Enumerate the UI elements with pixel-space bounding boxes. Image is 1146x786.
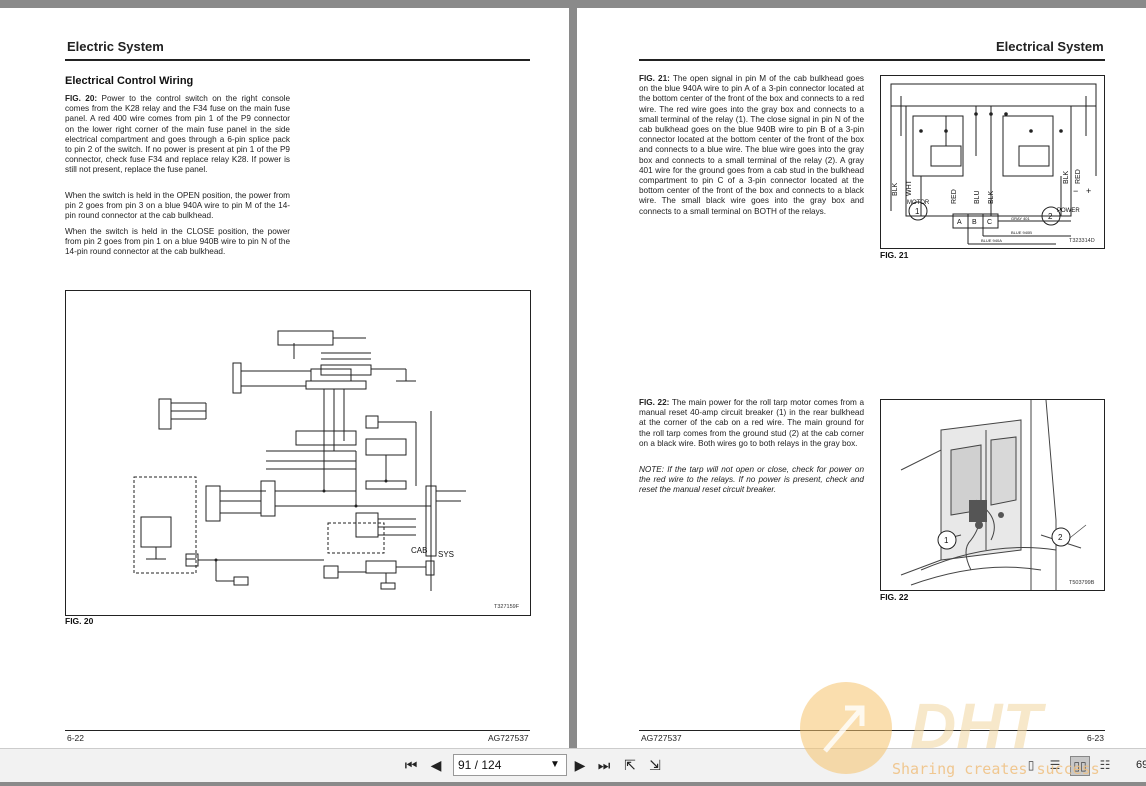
fig21-diagram-code: T323314D [1069, 238, 1095, 244]
note-text: If the tarp will not open or close, chec… [639, 465, 865, 495]
plus-sign: + [1086, 186, 1091, 196]
motor-label: MOTOR [907, 200, 930, 206]
fig22-label: FIG. 22: [639, 398, 670, 407]
fig20-description: FIG. 20: Power to the control switch on … [65, 94, 290, 176]
wire-gray-401-label: GRAY 401 [1011, 216, 1031, 221]
fig20-wiring-diagram: CAB SYS T327159F [65, 290, 531, 616]
header-rule [65, 59, 530, 61]
blk-label-1: BLK [892, 182, 899, 196]
pin-b-label: B [972, 219, 977, 226]
fig20-label: FIG. 20: [65, 94, 98, 103]
fig21-caption: FIG. 21 [880, 250, 909, 260]
page-number-value: 91 / 124 [458, 758, 502, 772]
fig21-text: The open signal in pin M of the cab bulk… [639, 74, 864, 216]
last-page-icon[interactable]: ⏭ [597, 757, 611, 773]
wire-blue-940a-label: BLUE 940A [981, 238, 1002, 243]
zoom-level[interactable]: 69 [1136, 759, 1146, 771]
fig20-schematic: CAB SYS [133, 330, 466, 591]
left-document-page: Electric System Electrical Control Wirin… [0, 8, 569, 748]
fig20-text: Power to the control switch on the right… [65, 94, 290, 175]
blk-label-2: BLK [988, 190, 995, 204]
first-page-icon[interactable]: ⏮ [404, 757, 418, 773]
fig21-schematic: MOTOR POWER 1 2 A B C GRAY 401 BLUE 940B… [890, 83, 1097, 245]
blu-label: BLU [974, 190, 981, 204]
fig20-caption: FIG. 20 [65, 616, 94, 626]
page-number-right: 6-23 [1087, 733, 1105, 743]
page-header: Electrical System [996, 39, 1104, 54]
fig21-callout-2: 2 [1048, 212, 1053, 221]
power-label: POWER [1057, 208, 1080, 214]
wire-blue-940b-label: BLUE 940B [1011, 230, 1032, 235]
footer-rule [65, 730, 530, 731]
wht-label: WHT [906, 179, 913, 196]
note-block: NOTE: If the tarp will not open or close… [639, 465, 864, 496]
watermark-tagline: Sharing creates success [892, 760, 1100, 778]
two-page-view-icon[interactable]: ▯▯ [1070, 756, 1090, 776]
viewer-toolbar: ⏮ ◀ 91 / 124 ▼ ▶ ⏭ ⇱ ⇲ ▯ ☰ ▯▯ ☷ 69 [0, 748, 1146, 782]
goto-icon[interactable]: ⇱ [624, 757, 636, 773]
pin-a-label: A [957, 219, 962, 226]
footer-rule [639, 730, 1105, 731]
blk-label-3: BLK [1063, 170, 1070, 184]
next-page-icon[interactable]: ▶ [574, 757, 586, 773]
close-paragraph: When the switch is held in the CLOSE pos… [65, 227, 290, 257]
page-header: Electric System [67, 39, 164, 54]
section-title: Electrical Control Wiring [65, 75, 194, 87]
red-label-2: RED [1075, 169, 1082, 184]
fig22-caption: FIG. 22 [880, 592, 909, 602]
note-label: NOTE: [639, 465, 665, 474]
minus-sign: − [1073, 186, 1078, 196]
right-document-page: Electrical System FIG. 21: The open sign… [577, 8, 1146, 748]
back-icon[interactable]: ⇲ [649, 757, 661, 773]
pin-c-label: C [987, 219, 992, 226]
open-paragraph: When the switch is held in the OPEN posi… [65, 191, 290, 221]
document-code-right: AG727537 [641, 733, 682, 743]
fig22-diagram-code: T503799B [1069, 580, 1095, 586]
page-number-input[interactable]: 91 / 124 ▼ [453, 754, 567, 776]
continuous-two-page-view-icon[interactable]: ☷ [1099, 758, 1111, 772]
fig20-diagram-code: T327159F [494, 604, 520, 610]
header-rule [639, 59, 1105, 61]
fig22-callout-2: 2 [1058, 533, 1063, 542]
red-label-1: RED [951, 189, 958, 204]
sys-label: SYS [438, 550, 454, 559]
cab-label: CAB [411, 546, 427, 555]
dropdown-icon[interactable]: ▼ [550, 759, 560, 770]
page-number-left: 6-22 [67, 733, 85, 743]
single-page-view-icon[interactable]: ▯ [1027, 758, 1035, 772]
fig21-description: FIG. 21: The open signal in pin M of the… [639, 74, 864, 217]
fig21-callout-1: 1 [915, 207, 920, 216]
fig22-cab-illustration: 1 2 T503799B [880, 399, 1105, 591]
document-code-left: AG727537 [488, 733, 529, 743]
continuous-view-icon[interactable]: ☰ [1049, 758, 1061, 772]
fig21-relay-diagram: MOTOR POWER 1 2 A B C GRAY 401 BLUE 940B… [880, 75, 1105, 249]
fig22-description: FIG. 22: The main power for the roll tar… [639, 398, 864, 449]
prev-page-icon[interactable]: ◀ [430, 757, 442, 773]
fig22-callout-1: 1 [944, 536, 949, 545]
fig22-drawing: 1 2 [900, 400, 1087, 590]
fig22-text: The main power for the roll tarp motor c… [639, 398, 865, 448]
fig21-label: FIG. 21: [639, 74, 670, 83]
